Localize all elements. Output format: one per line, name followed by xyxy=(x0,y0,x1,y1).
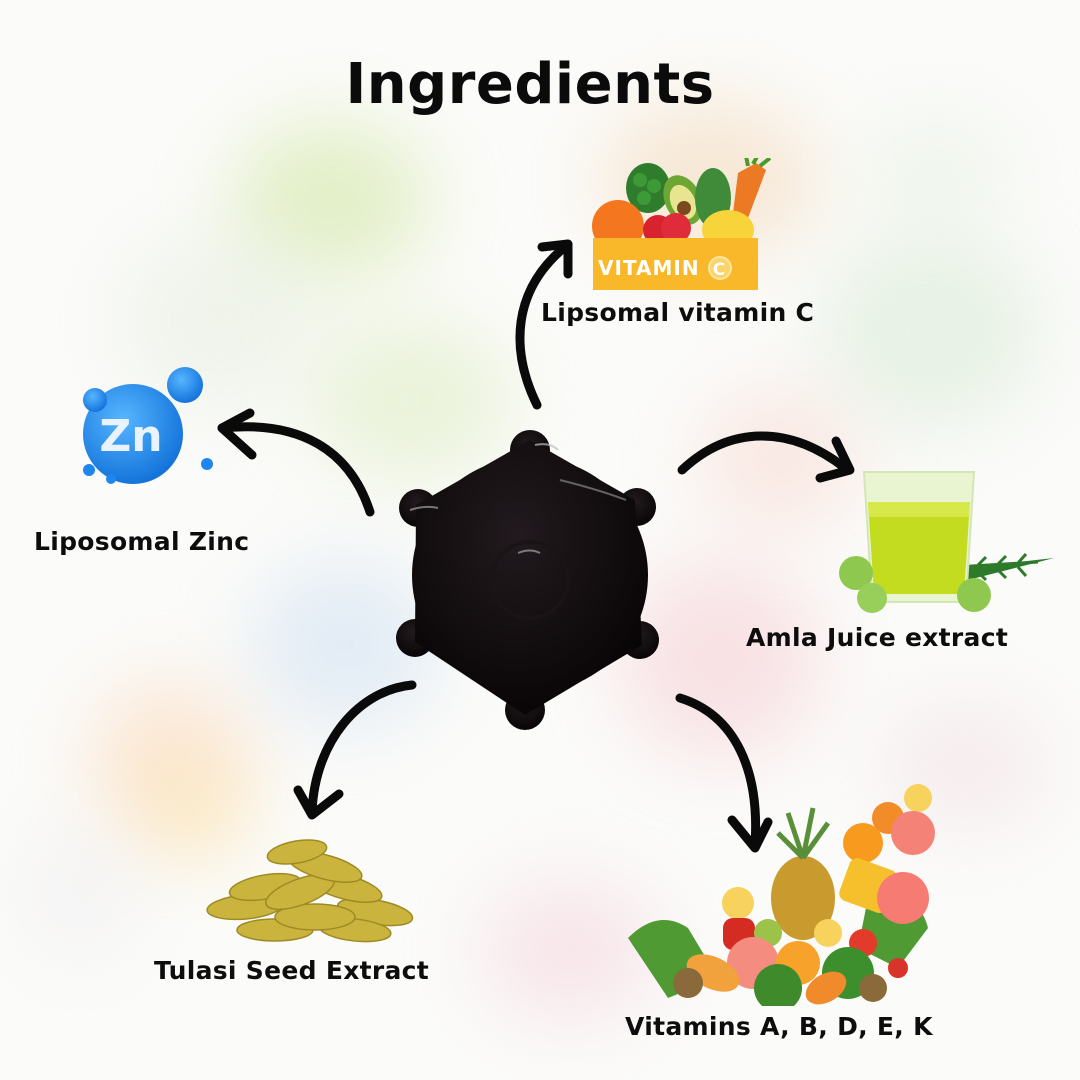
label-amla: Amla Juice extract xyxy=(746,623,1009,652)
vitamin-c-letter: C xyxy=(707,256,732,280)
label-vitamin-c: Lipsomal vitamin C xyxy=(541,298,815,327)
page-title: Ingredients xyxy=(345,52,715,117)
vitamin-c-badge: VITAMIN C xyxy=(598,256,732,280)
ingredient-vitamin-c: VITAMIN C xyxy=(588,154,783,298)
label-vitamins: Vitamins A, B, D, E, K xyxy=(625,1012,933,1041)
gummy-icon xyxy=(396,430,659,730)
label-zinc: Liposomal Zinc xyxy=(34,527,250,556)
label-tulasi: Tulasi Seed Extract xyxy=(154,956,430,985)
seed-pile-icon xyxy=(206,839,414,943)
amla-juice-glass-icon xyxy=(839,471,1054,613)
zinc-bubble-icon: Zn xyxy=(83,367,213,484)
fruit-vegetable-pile-icon xyxy=(628,784,935,1006)
svg-text:Zn: Zn xyxy=(99,411,162,462)
